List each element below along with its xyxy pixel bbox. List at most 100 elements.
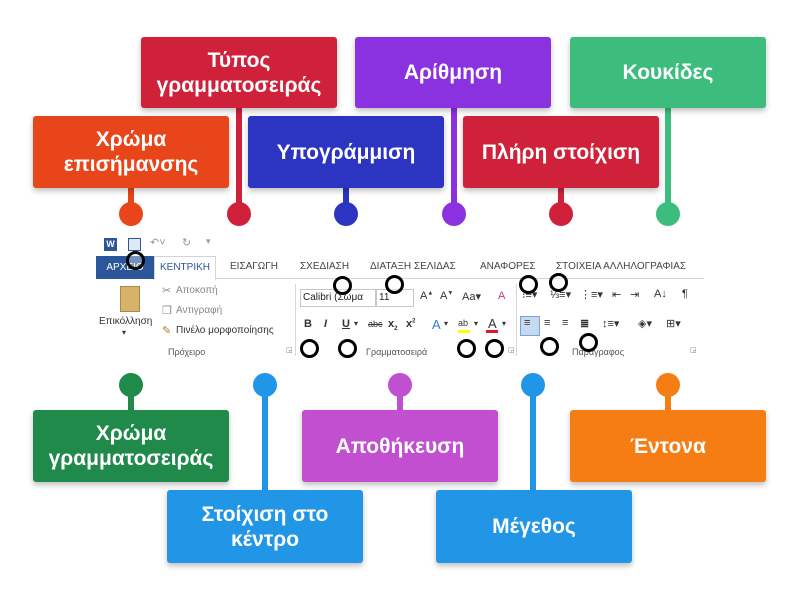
target-marker[interactable] [519, 275, 538, 294]
grow-font-icon[interactable]: A▲ [420, 290, 434, 302]
borders-icon[interactable]: ⊞▾ [666, 318, 681, 330]
connector-line [128, 385, 134, 410]
shading-icon[interactable]: ◈▾ [638, 318, 652, 330]
target-marker[interactable] [549, 273, 568, 292]
connector-dot [442, 202, 466, 226]
align-left-icon: ≡ [524, 317, 531, 329]
connector-line [128, 188, 134, 212]
highlight-icon[interactable]: ab [458, 318, 469, 328]
align-left-button[interactable] [520, 316, 540, 336]
paste-dropdown-icon[interactable]: ▾ [122, 328, 127, 337]
cut-icon: ✂ [162, 285, 172, 297]
target-marker[interactable] [485, 339, 504, 358]
target-marker[interactable] [385, 275, 404, 294]
highlight-color-bar [458, 330, 470, 333]
connector-line [530, 385, 536, 490]
italic-icon[interactable]: I [324, 318, 328, 330]
target-marker[interactable] [540, 337, 559, 356]
connector-line [665, 385, 671, 410]
copy-icon: ❐ [162, 305, 172, 317]
paragraph-group-label: Παράγραφος [572, 347, 625, 357]
align-center-icon[interactable]: ≡ [544, 317, 551, 329]
strikethrough-icon[interactable]: abc [368, 319, 383, 329]
target-marker[interactable] [338, 339, 357, 358]
tab-references[interactable]: ΑΝΑΦΟΡΕΣ [480, 261, 536, 272]
clear-formatting-icon[interactable]: A [498, 290, 506, 302]
bold-icon[interactable]: B [304, 318, 312, 330]
label-justify: Πλήρη στοίχιση [463, 116, 659, 188]
dialog-launcher-icon[interactable]: ◲ [690, 347, 697, 354]
sort-icon[interactable]: A↓ [654, 288, 667, 300]
connector-dot [119, 202, 143, 226]
target-marker[interactable] [300, 339, 319, 358]
connector-dot [656, 202, 680, 226]
dialog-launcher-icon[interactable]: ◲ [286, 347, 293, 354]
group-divider [295, 284, 296, 356]
target-marker[interactable] [579, 333, 598, 352]
target-marker[interactable] [457, 339, 476, 358]
customize-qat-icon[interactable]: ▾ [206, 236, 211, 246]
save-icon[interactable] [128, 238, 141, 251]
connector-line [665, 108, 671, 212]
paste-icon[interactable] [120, 286, 140, 312]
connector-dot [119, 373, 143, 397]
tab-page-layout[interactable]: ΔΙΑΤΑΞΗ ΣΕΛΙΔΑΣ [370, 261, 456, 272]
font-color-icon[interactable]: A [488, 316, 497, 331]
shrink-font-icon[interactable]: A▼ [440, 290, 454, 302]
word-logo-icon: W [104, 238, 117, 251]
target-marker[interactable] [333, 276, 352, 295]
tab-mailings[interactable]: ΣΤΟΙΧΕΙΑ ΑΛΛΗΛΟΓΡΑΦΙΑΣ [556, 261, 687, 272]
copy-label[interactable]: Αντιγραφή [176, 305, 223, 316]
change-case-icon[interactable]: Aa▾ [462, 291, 481, 303]
line-spacing-icon[interactable]: ↕≡▾ [602, 318, 620, 330]
font-color-dropdown-icon[interactable]: ▾ [502, 319, 507, 328]
numbering-icon[interactable]: ⅓≡▾ [550, 289, 572, 301]
connector-line [451, 108, 457, 212]
align-right-icon[interactable]: ≡ [562, 317, 569, 329]
font-color-bar [486, 330, 498, 333]
tab-design[interactable]: ΣΧΕΔΙΑΣΗ [300, 261, 350, 272]
increase-indent-icon[interactable]: ⇥ [630, 289, 640, 301]
tab-insert[interactable]: ΕΙΣΑΓΩΓΗ [230, 261, 279, 272]
decrease-indent-icon[interactable]: ⇤ [612, 289, 622, 301]
connector-line [262, 385, 268, 490]
connector-dot [334, 202, 358, 226]
word-ribbon: W ↶˅ ↻ ▾ ΑΡΧΕΙΟ ΚΕΝΤΡΙΚΗ ΕΙΣΑΓΩΓΗ ΣΧΕΔΙΑ… [96, 232, 704, 364]
subscript-icon[interactable]: x2 [388, 318, 398, 333]
label-underline: Υπογράμμιση [248, 116, 444, 188]
underline-icon[interactable]: U [342, 318, 350, 330]
underline-dropdown-icon[interactable]: ▾ [354, 319, 359, 328]
label-save: Αποθήκευση [302, 410, 498, 482]
text-effects-icon[interactable]: A [432, 317, 441, 332]
label-bold: Έντονα [570, 410, 766, 482]
connector-dot [521, 373, 545, 397]
format-painter-label[interactable]: Πινέλο μορφοποίησης [176, 325, 274, 336]
label-size: Μέγεθος [436, 490, 632, 563]
paste-label[interactable]: Επικόλληση [99, 316, 153, 327]
tab-home[interactable]: ΚΕΝΤΡΙΚΗ [154, 256, 216, 280]
label-font-color: Χρώμα γραμματοσειράς [33, 410, 229, 482]
tab-file[interactable]: ΑΡΧΕΙΟ [96, 256, 154, 279]
label-font-type: Τύπος γραμματοσειράς [141, 37, 337, 108]
clipboard-group-label: Πρόχειρο [168, 347, 206, 357]
highlight-dropdown-icon[interactable]: ▾ [474, 319, 479, 328]
connector-dot [656, 373, 680, 397]
connector-line [343, 188, 349, 212]
ribbon-tabs: ΑΡΧΕΙΟ ΚΕΝΤΡΙΚΗ ΕΙΣΑΓΩΓΗ ΣΧΕΔΙΑΣΗ ΔΙΑΤΑΞ… [96, 256, 704, 280]
justify-icon[interactable]: ≣ [580, 318, 590, 330]
font-size-value: 11 [379, 292, 390, 303]
label-highlight-color: Χρώμα επισήμανσης [33, 116, 229, 188]
dialog-launcher-icon[interactable]: ◲ [508, 347, 515, 354]
cut-label[interactable]: Αποκοπή [176, 285, 218, 296]
undo-icon[interactable]: ↶˅ [150, 237, 166, 249]
connector-dot [253, 373, 277, 397]
format-painter-icon: ✎ [162, 325, 172, 337]
text-effects-dropdown-icon[interactable]: ▾ [444, 319, 449, 328]
multilevel-list-icon[interactable]: ⋮≡▾ [580, 289, 603, 301]
label-bullets: Κουκίδες [570, 37, 766, 108]
target-marker[interactable] [126, 251, 145, 270]
connector-dot [388, 373, 412, 397]
redo-icon[interactable]: ↻ [182, 237, 192, 249]
show-formatting-icon[interactable]: ¶ [682, 288, 688, 300]
superscript-icon[interactable]: x2 [406, 318, 416, 330]
